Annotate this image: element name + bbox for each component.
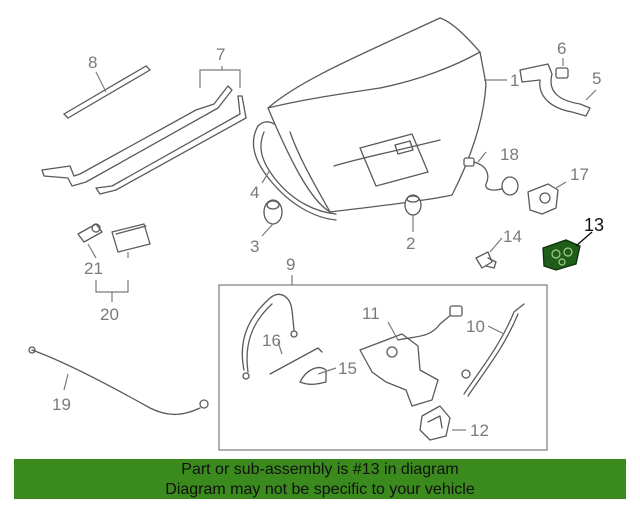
- banner-line-disclaimer: Diagram may not be specific to your vehi…: [165, 481, 475, 498]
- callout-9: 9: [286, 255, 295, 274]
- hinge-part: [519, 63, 591, 117]
- trunk-light-part: [111, 223, 151, 253]
- leader-lines: [63, 58, 597, 431]
- callout-5: 5: [592, 69, 601, 88]
- callout-1: 1: [510, 71, 519, 90]
- callout-2: 2: [406, 234, 415, 253]
- wire-harness-part: [463, 157, 519, 196]
- bolt-part: [475, 251, 497, 269]
- release-cable-part: [28, 346, 209, 416]
- trunk-lid-part: [267, 17, 487, 213]
- lock-rod-part: [461, 303, 525, 397]
- latch-cable-part: [241, 293, 323, 380]
- callout-16: 16: [262, 331, 281, 350]
- callout-11: 11: [362, 304, 380, 323]
- weatherstrip-part: [252, 121, 337, 221]
- bumper-stop-part: [263, 199, 283, 225]
- callout-6: 6: [557, 39, 566, 58]
- callout-17: 17: [570, 165, 589, 184]
- callout-19: 19: [52, 395, 71, 414]
- bulb-socket-part: [77, 223, 103, 243]
- callout-13: 13: [584, 215, 604, 235]
- callout-20: 20: [100, 305, 119, 324]
- callout-15: 15: [338, 359, 357, 378]
- torsion-bars-part: [41, 85, 247, 195]
- callout-8: 8: [88, 53, 97, 72]
- callout-12: 12: [470, 421, 489, 440]
- banner-line-part-number: Part or sub-assembly is #13 in diagram: [181, 461, 459, 478]
- rubber-bumper-part: [404, 194, 422, 216]
- callout-21: 21: [84, 259, 103, 278]
- callout-3: 3: [250, 237, 259, 256]
- part-info-banner: Part or sub-assembly is #13 in diagram D…: [14, 459, 626, 499]
- highlighted-part-13: [542, 239, 581, 271]
- release-handle-part: [299, 367, 327, 385]
- trunk-actuator-part: [527, 183, 559, 215]
- callout-14: 14: [503, 227, 522, 246]
- callout-7: 7: [216, 45, 225, 64]
- latch-part: [359, 305, 463, 407]
- callout-18: 18: [500, 145, 519, 164]
- callout-4: 4: [250, 183, 259, 202]
- callout-10: 10: [466, 317, 485, 336]
- support-rod-part: [63, 65, 151, 119]
- latch-subassembly-box: [218, 284, 548, 451]
- callout-labels: 1 2 3 4 5 6 7 8 9 10 11 12 13 14 15 16 1…: [52, 39, 604, 440]
- striker-part: [419, 405, 451, 441]
